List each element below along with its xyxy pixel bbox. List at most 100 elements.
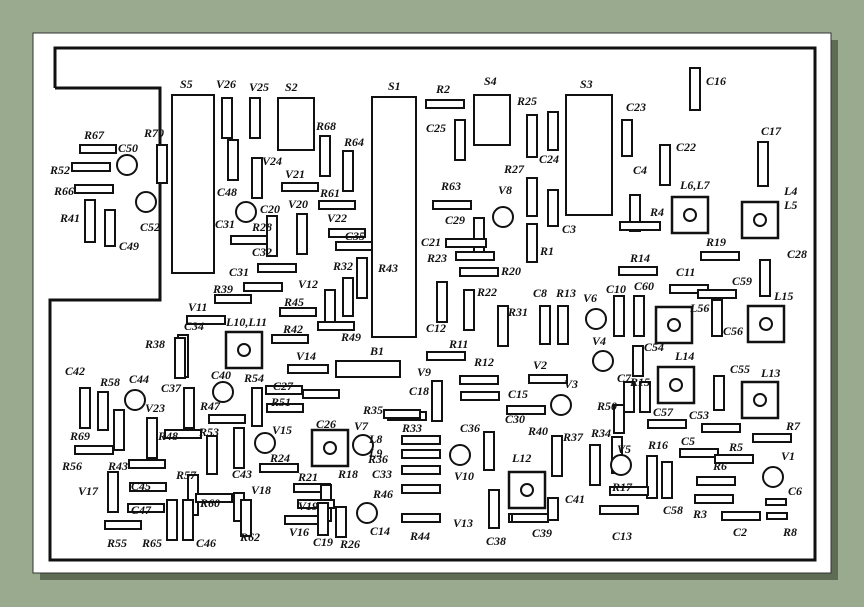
part-v25-label: V25 — [249, 80, 269, 94]
part-c53-label: C53 — [689, 408, 709, 422]
part-c29-label: C29 — [445, 213, 465, 227]
part-r38-label: R38 — [144, 337, 165, 351]
part-c18-footprint — [302, 389, 340, 399]
part-v15-label: V15 — [272, 423, 292, 437]
part-r11-label: R11 — [448, 337, 468, 351]
part-c7-label: C7 — [617, 371, 632, 385]
part-v2-footprint — [528, 374, 568, 384]
part-r70-label: R70 — [143, 126, 164, 140]
part-c21-footprint — [445, 238, 487, 248]
part-r46-footprint — [401, 484, 441, 494]
part-c40-footprint — [212, 381, 234, 403]
part-v11-footprint — [186, 315, 226, 325]
part-v26-label: V26 — [216, 77, 236, 91]
part-c13-label: C13 — [612, 529, 632, 543]
part-r48-label: R48 — [157, 429, 178, 443]
part-r13-footprint — [557, 305, 569, 345]
part-r31-footprint — [497, 305, 509, 347]
part-r53-label: R53 — [198, 425, 219, 439]
part-c40-label: C40 — [211, 368, 231, 382]
part-b1-footprint — [335, 360, 401, 378]
part-r6-label: R6 — [712, 459, 727, 473]
part-r67-label: R67 — [83, 128, 105, 142]
part-v9-footprint — [431, 380, 443, 422]
part-c42-footprint — [79, 387, 91, 429]
part-c17-footprint — [757, 141, 769, 187]
part-c25-label: C25 — [426, 121, 446, 135]
part-r41-label: R41 — [59, 211, 80, 225]
part-l6l7-center — [683, 208, 697, 222]
part-c27-label: C27 — [273, 379, 294, 393]
part-l14-center — [669, 378, 683, 392]
part-r12-label: R12 — [473, 355, 494, 369]
part-r7-label: R7 — [785, 419, 801, 433]
part-c16-footprint — [689, 67, 701, 111]
part-r45-label: R45 — [283, 295, 304, 309]
part-v23-label: V23 — [145, 401, 165, 415]
part-c38-label: C38 — [486, 534, 506, 548]
part-s5-label: S5 — [180, 77, 193, 91]
part-v3-footprint — [550, 394, 572, 416]
part-l10l11-center — [237, 343, 251, 357]
part-r43-label: R43 — [377, 261, 398, 275]
part-r21-label: R21 — [297, 470, 318, 484]
part-v16-label: V16 — [289, 525, 309, 539]
part-v1-label: V1 — [781, 449, 795, 463]
part-r53-footprint — [206, 435, 218, 475]
part-l10l11-label: L10,L11 — [225, 315, 267, 329]
part-r47-label: R47 — [199, 399, 221, 413]
part-r26-footprint — [335, 506, 347, 538]
part-c50-label: C50 — [118, 141, 138, 155]
part-r35-label: R35 — [362, 403, 383, 417]
part-c25-footprint — [454, 119, 466, 161]
part-v13-footprint — [488, 489, 500, 529]
part-r25-label: R25 — [516, 94, 537, 108]
part-v19-footprint — [297, 499, 335, 509]
part-c48-footprint — [251, 157, 263, 199]
part-r23-footprint — [455, 251, 495, 261]
part-r38-footprint — [174, 337, 186, 379]
part-r36-label: R36 — [367, 452, 388, 466]
part-l4l5-center — [753, 213, 767, 227]
part-r69-label: R69 — [69, 429, 90, 443]
part-r62-footprint — [240, 499, 252, 537]
part-v26-footprint — [221, 97, 233, 139]
part-c59-footprint — [697, 289, 737, 299]
part-r14-footprint — [618, 266, 658, 276]
part-r49-label: R49 — [340, 330, 361, 344]
part-c23-label: C23 — [626, 100, 646, 114]
part-c19-label: C19 — [313, 535, 333, 549]
part-r5-label: R5 — [728, 440, 743, 454]
part-r3-footprint — [694, 494, 734, 504]
part-r56-label: R56 — [61, 459, 82, 473]
part-r23-label: R23 — [426, 251, 447, 265]
part-c55-label: C55 — [730, 362, 750, 376]
part-v16-footprint — [284, 515, 322, 525]
part-r17-label: R17 — [611, 480, 633, 494]
part-c41-label: C41 — [565, 492, 585, 506]
part-v3-label: V3 — [564, 377, 578, 391]
part-r22-label: R22 — [476, 285, 497, 299]
part-c43-footprint — [233, 427, 245, 469]
part-c33-footprint — [401, 465, 441, 475]
part-v19-label: V19 — [298, 499, 318, 513]
part-v4-footprint — [592, 350, 614, 372]
part-c54-label: C54 — [644, 340, 664, 354]
part-c31b-label: C31 — [229, 265, 249, 279]
part-c12-footprint — [436, 281, 448, 323]
part-r32-label: R32 — [332, 259, 353, 273]
part-r43b-label: R43 — [107, 459, 128, 473]
part-v2-label: V2 — [533, 358, 547, 372]
part-r40-footprint — [551, 435, 563, 477]
part-c5-footprint — [679, 448, 719, 458]
part-r56-footprint — [113, 409, 125, 451]
part-r13-label: R13 — [555, 286, 576, 300]
part-r5-footprint — [714, 454, 754, 464]
part-v6-footprint — [585, 308, 607, 330]
part-r65-label: R65 — [141, 536, 162, 550]
part-v20-footprint — [296, 213, 308, 255]
part-v24-label: V24 — [262, 154, 282, 168]
part-r54-label: R54 — [243, 371, 264, 385]
part-r37-label: R37 — [562, 430, 584, 444]
